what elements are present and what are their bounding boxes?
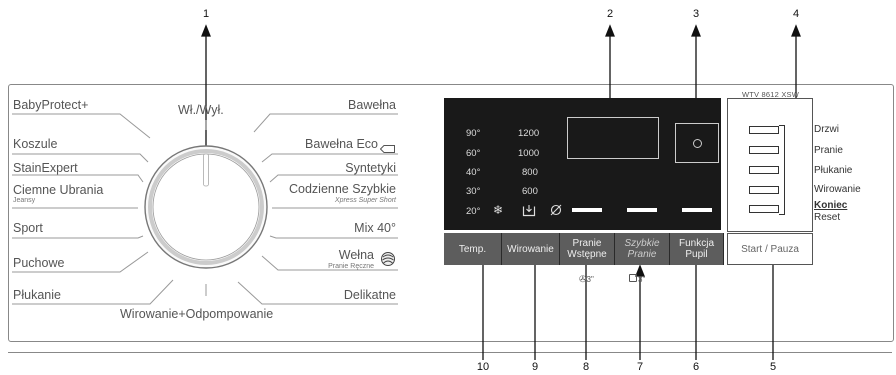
tap-icon: ✇ bbox=[579, 274, 587, 284]
temp-60: 60° bbox=[466, 148, 481, 159]
program-puchowe: Puchowe bbox=[13, 256, 65, 270]
program-syntetyki: Syntetyki bbox=[345, 161, 396, 175]
temp-30: 30° bbox=[466, 186, 481, 197]
program-wirowanie-odpompowanie: Wirowanie+Odpompowanie bbox=[120, 307, 274, 321]
program-xpress-sublabel: Xpress Super Short bbox=[334, 197, 396, 204]
lock-icon bbox=[693, 139, 702, 148]
callout-10: 10 bbox=[476, 361, 490, 373]
wool-ball-icon bbox=[380, 251, 396, 267]
temp-90: 90° bbox=[466, 128, 481, 139]
callout-5: 5 bbox=[769, 361, 777, 373]
callout-7: 7 bbox=[636, 361, 644, 373]
display-dash-2 bbox=[627, 208, 657, 212]
status-plukanie: Płukanie bbox=[814, 165, 853, 176]
wirowanie-button[interactable]: Wirowanie bbox=[502, 233, 560, 265]
speed-1200: 1200 bbox=[518, 128, 540, 139]
temp-20: 20° bbox=[466, 206, 481, 217]
callout-6: 6 bbox=[692, 361, 700, 373]
funkcja-pupil-button[interactable]: Funkcja Pupil bbox=[670, 233, 724, 265]
status-koniec: Koniec bbox=[814, 200, 848, 211]
led-drzwi bbox=[749, 126, 779, 134]
panel-bottom-line bbox=[8, 352, 892, 353]
speed-1000: 1000 bbox=[518, 148, 540, 159]
led-plukanie bbox=[749, 166, 779, 174]
hold-hint-1: ✇3" bbox=[579, 274, 594, 285]
eco-icon bbox=[379, 140, 395, 153]
hold-hint-1-text: 3" bbox=[586, 275, 594, 284]
program-mix-40: Mix 40° bbox=[354, 221, 396, 235]
program-pranie-reczne-sublabel: Pranie Ręczne bbox=[328, 263, 374, 270]
speed-800: 800 bbox=[522, 167, 538, 178]
temp-button[interactable]: Temp. bbox=[444, 233, 502, 265]
hold-hint-2: 3" bbox=[629, 274, 645, 284]
child-lock-icon bbox=[629, 274, 637, 282]
status-reset: Reset bbox=[814, 212, 841, 223]
pranie-wstepne-button[interactable]: Pranie Wstępne bbox=[560, 233, 615, 265]
szybkie-pranie-button[interactable]: Szybkie Pranie bbox=[615, 233, 670, 265]
status-drzwi: Drzwi bbox=[814, 124, 839, 135]
temp-40: 40° bbox=[466, 167, 481, 178]
led-koniec bbox=[749, 205, 779, 213]
door-lock-indicator bbox=[675, 123, 719, 163]
program-welna: Wełna bbox=[338, 248, 374, 262]
callout-4: 4 bbox=[792, 8, 800, 20]
start-pauza-button[interactable]: Start / Pauza bbox=[727, 233, 813, 265]
program-koszule: Koszule bbox=[13, 137, 58, 151]
cold-snowflake-icon: ❄ bbox=[493, 203, 504, 217]
callout-1: 1 bbox=[202, 8, 210, 20]
callout-3: 3 bbox=[692, 8, 700, 20]
program-bawelna-eco: Bawełna Eco bbox=[305, 137, 378, 151]
callout-8: 8 bbox=[582, 361, 590, 373]
status-pranie: Pranie bbox=[814, 145, 843, 156]
program-stainexpert: StainExpert bbox=[13, 161, 78, 175]
program-jeansy-sublabel: Jeansy bbox=[13, 197, 36, 204]
hold-hint-2-text: 3" bbox=[638, 275, 646, 284]
program-babyprotect: BabyProtect+ bbox=[13, 98, 89, 112]
model-label: WTV 8612 XSW bbox=[742, 90, 799, 99]
status-wirowanie: Wirowanie bbox=[814, 184, 861, 195]
program-codzienne-szybkie: Codzienne Szybkie bbox=[288, 182, 396, 196]
callout-2: 2 bbox=[606, 8, 614, 20]
callout-9: 9 bbox=[531, 361, 539, 373]
display-dash-1 bbox=[572, 208, 602, 212]
no-spin-off-icon bbox=[549, 203, 563, 217]
led-wirowanie bbox=[749, 186, 779, 194]
led-pranie bbox=[749, 146, 779, 154]
program-ciemne-ubrania: Ciemne Ubrania bbox=[13, 183, 104, 197]
speed-600: 600 bbox=[522, 186, 538, 197]
program-sport: Sport bbox=[13, 221, 43, 235]
program-bawelna: Bawełna bbox=[348, 98, 396, 112]
program-delikatne: Delikatne bbox=[343, 288, 396, 302]
no-spin-icon bbox=[522, 203, 536, 217]
status-bracket bbox=[779, 125, 785, 215]
display-dash-3 bbox=[682, 208, 712, 212]
program-plukanie: Płukanie bbox=[13, 288, 61, 302]
power-label: Wł./Wył. bbox=[178, 103, 224, 117]
control-panel bbox=[8, 84, 894, 342]
display-screen bbox=[567, 117, 659, 159]
